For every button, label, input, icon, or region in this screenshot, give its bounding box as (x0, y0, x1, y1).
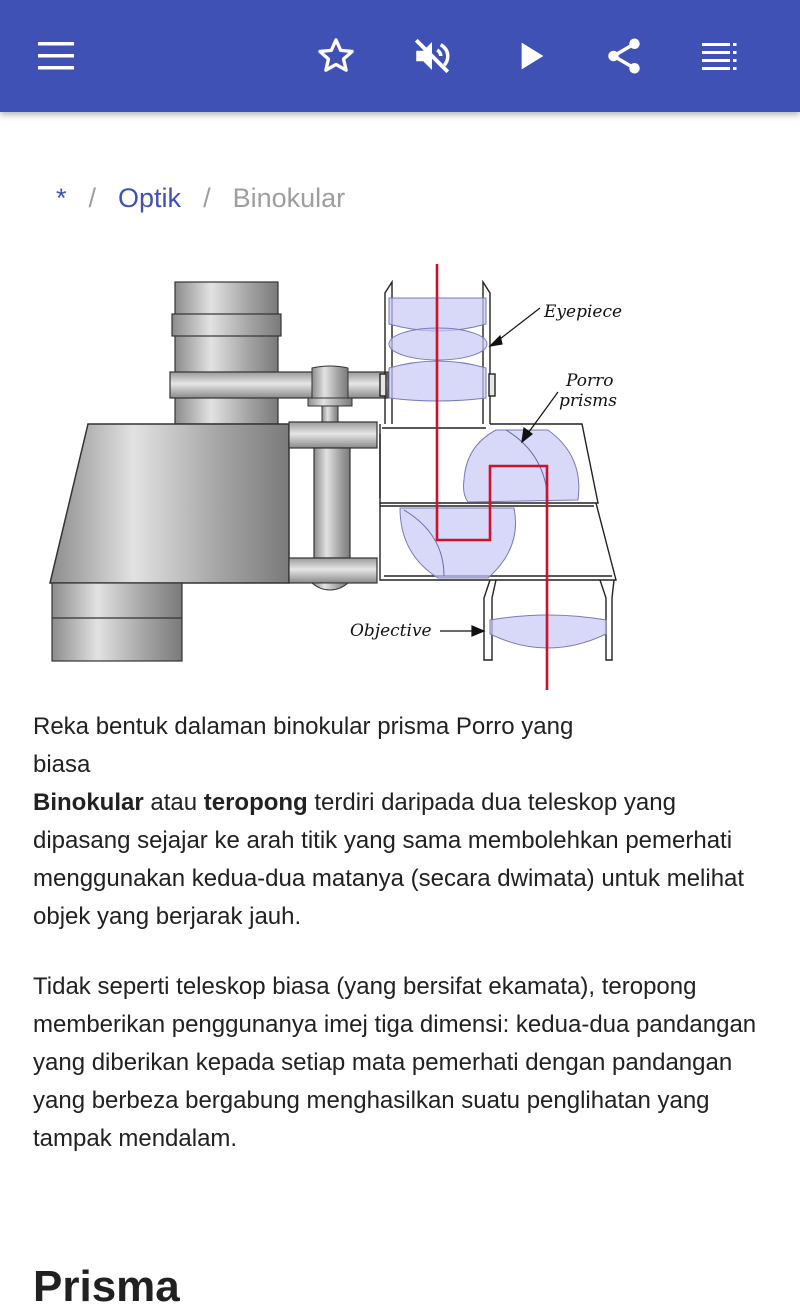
p1-connector: atau (143, 789, 204, 816)
label-eyepiece: Eyepiece (543, 302, 622, 322)
hamburger-menu-icon (38, 42, 74, 70)
share-button[interactable] (596, 28, 652, 84)
article-paragraph-2: Tidak seperti teleskop biasa (yang bersi… (33, 973, 757, 1152)
label-objective: Objective (350, 621, 432, 641)
caption-line-1: Reka bentuk dalaman binokular prisma Por… (33, 713, 574, 740)
binocular-diagram[interactable]: Eyepiece Porro prisms Objective (44, 258, 624, 694)
play-icon (521, 42, 544, 70)
breadcrumb-optik[interactable]: Optik (118, 183, 182, 213)
favorite-button[interactable] (308, 28, 364, 84)
breadcrumb-separator: / (88, 183, 97, 213)
app-bar (0, 0, 800, 112)
volume-off-icon (414, 38, 450, 74)
image-caption: Reka bentuk dalaman binokular prisma Por… (33, 708, 633, 784)
section-heading: Prisma (33, 1262, 180, 1311)
breadcrumb-home[interactable]: * (56, 183, 67, 213)
label-porro-line1: Porro (565, 371, 613, 391)
list-icon (702, 43, 737, 70)
mute-button[interactable] (404, 28, 460, 84)
breadcrumb: * / Optik / Binokular (56, 180, 345, 216)
play-button[interactable] (502, 28, 558, 84)
binocular-exterior (49, 281, 389, 662)
term-binokular: Binokular (33, 789, 144, 816)
light-ray (435, 264, 549, 690)
term-teropong: teropong (203, 789, 308, 816)
optical-elements (388, 297, 607, 649)
breadcrumb-current: Binokular (232, 183, 346, 213)
article-paragraph-1: Binokular atau teropong terdiri daripada… (33, 784, 773, 936)
menu-button[interactable] (28, 28, 84, 84)
label-porro-line2: prisms (559, 391, 617, 411)
callout-arrows (440, 307, 559, 637)
diagram-labels: Eyepiece Porro prisms Objective (350, 302, 622, 641)
caption-line-2: biasa (33, 751, 91, 778)
binocular-cutaway (379, 279, 617, 661)
p1-body: terdiri daripada dua teleskop yang dipas… (33, 789, 745, 930)
breadcrumb-separator: / (203, 183, 211, 213)
share-icon (608, 38, 640, 74)
star-icon (318, 38, 354, 72)
contents-button[interactable] (692, 28, 748, 84)
